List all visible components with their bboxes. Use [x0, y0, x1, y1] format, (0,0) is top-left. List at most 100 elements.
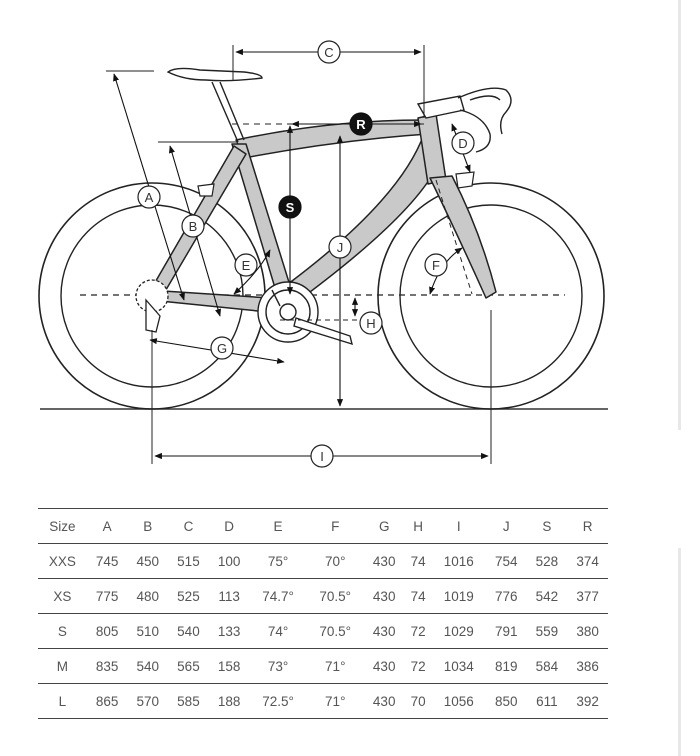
svg-text:E: E — [242, 258, 251, 273]
table-cell: 1019 — [431, 578, 486, 614]
table-cell: 865 — [86, 683, 128, 719]
table-cell: 1056 — [431, 683, 486, 719]
table-cell: 559 — [526, 613, 568, 649]
column-header: D — [208, 508, 250, 544]
table-cell: 113 — [208, 578, 250, 614]
bike-frame — [145, 113, 497, 313]
table-cell: 72 — [404, 648, 432, 684]
scrollbar-edge-top — [678, 0, 681, 430]
svg-text:A: A — [145, 190, 154, 205]
table-cell: 392 — [567, 683, 608, 719]
table-cell: 70 — [404, 683, 432, 719]
dim-line-f-ref — [435, 179, 473, 295]
table-cell: 540 — [127, 648, 169, 684]
label-f: F — [424, 253, 448, 277]
column-header: R — [567, 508, 608, 544]
dim-arc-e — [233, 249, 271, 295]
table-cell: 374 — [567, 543, 608, 579]
label-e: E — [234, 253, 258, 277]
table-cell: 1029 — [431, 613, 486, 649]
table-cell: 585 — [168, 683, 209, 719]
table-cell: 805 — [86, 613, 128, 649]
column-header: F — [306, 508, 364, 544]
svg-text:F: F — [432, 258, 440, 273]
table-cell: 525 — [168, 578, 209, 614]
table-cell: 850 — [485, 683, 527, 719]
table-cell: 74 — [404, 543, 432, 579]
rear-derailleur — [135, 279, 169, 333]
column-header: G — [363, 508, 405, 544]
size-cell: XS — [38, 578, 87, 614]
column-header: H — [404, 508, 432, 544]
size-cell: XXS — [38, 543, 87, 579]
column-header: C — [168, 508, 209, 544]
table-cell: 776 — [485, 578, 527, 614]
label-b: B — [181, 214, 205, 238]
table-cell: 73° — [249, 648, 307, 684]
svg-text:D: D — [458, 136, 467, 151]
column-header: B — [127, 508, 169, 544]
table-cell: 515 — [168, 543, 209, 579]
table-cell: 584 — [526, 648, 568, 684]
label-g: G — [210, 336, 234, 360]
table-cell: 611 — [526, 683, 568, 719]
column-header: I — [431, 508, 486, 544]
svg-text:J: J — [337, 240, 344, 255]
label-a: A — [137, 185, 161, 209]
label-i: I — [310, 444, 334, 468]
label-c: C — [317, 40, 341, 64]
svg-text:I: I — [320, 449, 324, 464]
table-cell: 74 — [404, 578, 432, 614]
table-cell: 510 — [127, 613, 169, 649]
bike-geometry-diagram: C A B R S D E J F H G I — [38, 40, 608, 468]
table-cell: 380 — [567, 613, 608, 649]
table-cell: 540 — [168, 613, 209, 649]
table-cell: 72 — [404, 613, 432, 649]
svg-text:H: H — [366, 316, 375, 331]
front-brake — [455, 171, 475, 189]
label-s: S — [278, 195, 302, 219]
size-cell: L — [38, 683, 87, 719]
table-cell: 430 — [363, 543, 405, 579]
column-header: A — [86, 508, 128, 544]
table-cell: 377 — [567, 578, 608, 614]
svg-text:S: S — [286, 200, 295, 215]
crankset — [257, 281, 353, 346]
scrollbar-edge-bottom — [678, 548, 681, 756]
table-cell: 745 — [86, 543, 128, 579]
table-cell: 835 — [86, 648, 128, 684]
label-d: D — [451, 131, 475, 155]
svg-text:C: C — [324, 45, 333, 60]
table-cell: 70.5° — [306, 578, 364, 614]
svg-text:G: G — [217, 341, 227, 356]
table-cell: 70.5° — [306, 613, 364, 649]
table-cell: 542 — [526, 578, 568, 614]
table-cell: 819 — [485, 648, 527, 684]
table-cell: 480 — [127, 578, 169, 614]
table-cell: 775 — [86, 578, 128, 614]
label-h: H — [359, 311, 383, 335]
table-cell: 100 — [208, 543, 250, 579]
table-cell: 565 — [168, 648, 209, 684]
table-cell: 74° — [249, 613, 307, 649]
table-cell: 570 — [127, 683, 169, 719]
table-cell: 430 — [363, 613, 405, 649]
column-header: S — [526, 508, 568, 544]
table-cell: 1016 — [431, 543, 486, 579]
handlebar — [416, 87, 512, 153]
table-cell: 430 — [363, 578, 405, 614]
table-cell: 430 — [363, 683, 405, 719]
table-cell: 450 — [127, 543, 169, 579]
table-cell: 133 — [208, 613, 250, 649]
svg-text:B: B — [189, 219, 198, 234]
table-cell: 70° — [306, 543, 364, 579]
table-cell: 72.5° — [249, 683, 307, 719]
table-cell: 75° — [249, 543, 307, 579]
